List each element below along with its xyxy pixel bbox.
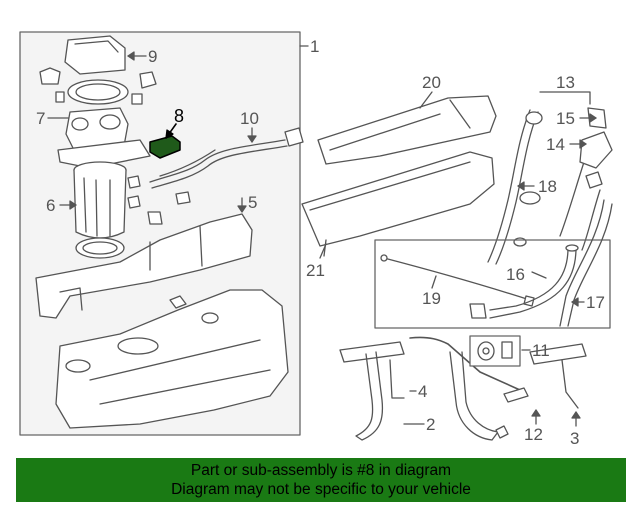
callout-labels: 1 9 7 8 10 6 5 20 21 13 15 14 18 19 16 1… — [36, 37, 605, 448]
part-9-cover — [64, 35, 126, 75]
callout-5: 5 — [248, 193, 257, 212]
callout-8: 8 — [174, 106, 184, 126]
part-8-highlight — [149, 135, 181, 159]
part-16-hose — [469, 244, 579, 319]
banner-line-1: Part or sub-assembly is #8 in diagram — [190, 462, 452, 479]
part-straps-left — [339, 341, 405, 441]
callout-17: 17 — [586, 293, 605, 312]
part-20-skid — [317, 95, 497, 165]
callout-6: 6 — [46, 196, 55, 215]
part-strainer — [75, 237, 125, 259]
callout-21-leader — [319, 243, 327, 259]
part-21-skid — [301, 151, 495, 257]
callout-7: 7 — [36, 109, 45, 128]
part-10-harness — [149, 127, 304, 189]
part-clips — [127, 175, 191, 225]
callout-9: 9 — [148, 47, 157, 66]
part-straps-middle — [409, 336, 521, 441]
callout-12: 12 — [524, 425, 543, 444]
part-15-cap — [587, 107, 607, 129]
callout-16-leader — [531, 271, 547, 279]
callout-20: 20 — [422, 73, 441, 92]
info-banner: Part or sub-assembly is #8 in diagram Di… — [16, 458, 626, 502]
banner-line-2: Diagram may not be specific to your vehi… — [171, 481, 471, 498]
callout-13: 13 — [556, 73, 575, 92]
part-straps-right — [503, 343, 587, 409]
callout-4: 4 — [418, 382, 427, 401]
parts-diagram: 1 9 7 8 10 6 5 20 21 13 15 14 18 19 16 1… — [19, 31, 613, 448]
callout-14: 14 — [546, 135, 565, 154]
callout-19-leader — [431, 275, 437, 289]
callout-1: 1 — [310, 37, 319, 56]
callout-16: 16 — [506, 265, 525, 284]
callout-20-leader — [419, 91, 433, 109]
callout-11: 11 — [532, 341, 550, 360]
callout-15: 15 — [556, 109, 575, 128]
part-fittings-top — [39, 67, 157, 105]
part-lock-ring — [67, 79, 129, 105]
callout-21: 21 — [306, 261, 325, 280]
group-box — [374, 239, 611, 329]
part-11-clip — [469, 335, 521, 367]
callout-10: 10 — [240, 109, 259, 128]
part-flange — [57, 139, 151, 169]
callout-19: 19 — [422, 289, 441, 308]
callout-2: 2 — [426, 415, 435, 434]
callout-3: 3 — [570, 429, 579, 448]
part-6-canister — [73, 161, 127, 239]
part-5-shield — [35, 213, 253, 319]
group-13-bracket — [539, 91, 591, 105]
part-tank — [55, 289, 289, 429]
callout-18: 18 — [538, 177, 557, 196]
part-14-housing — [579, 131, 613, 169]
part-17-pipe — [559, 199, 613, 327]
